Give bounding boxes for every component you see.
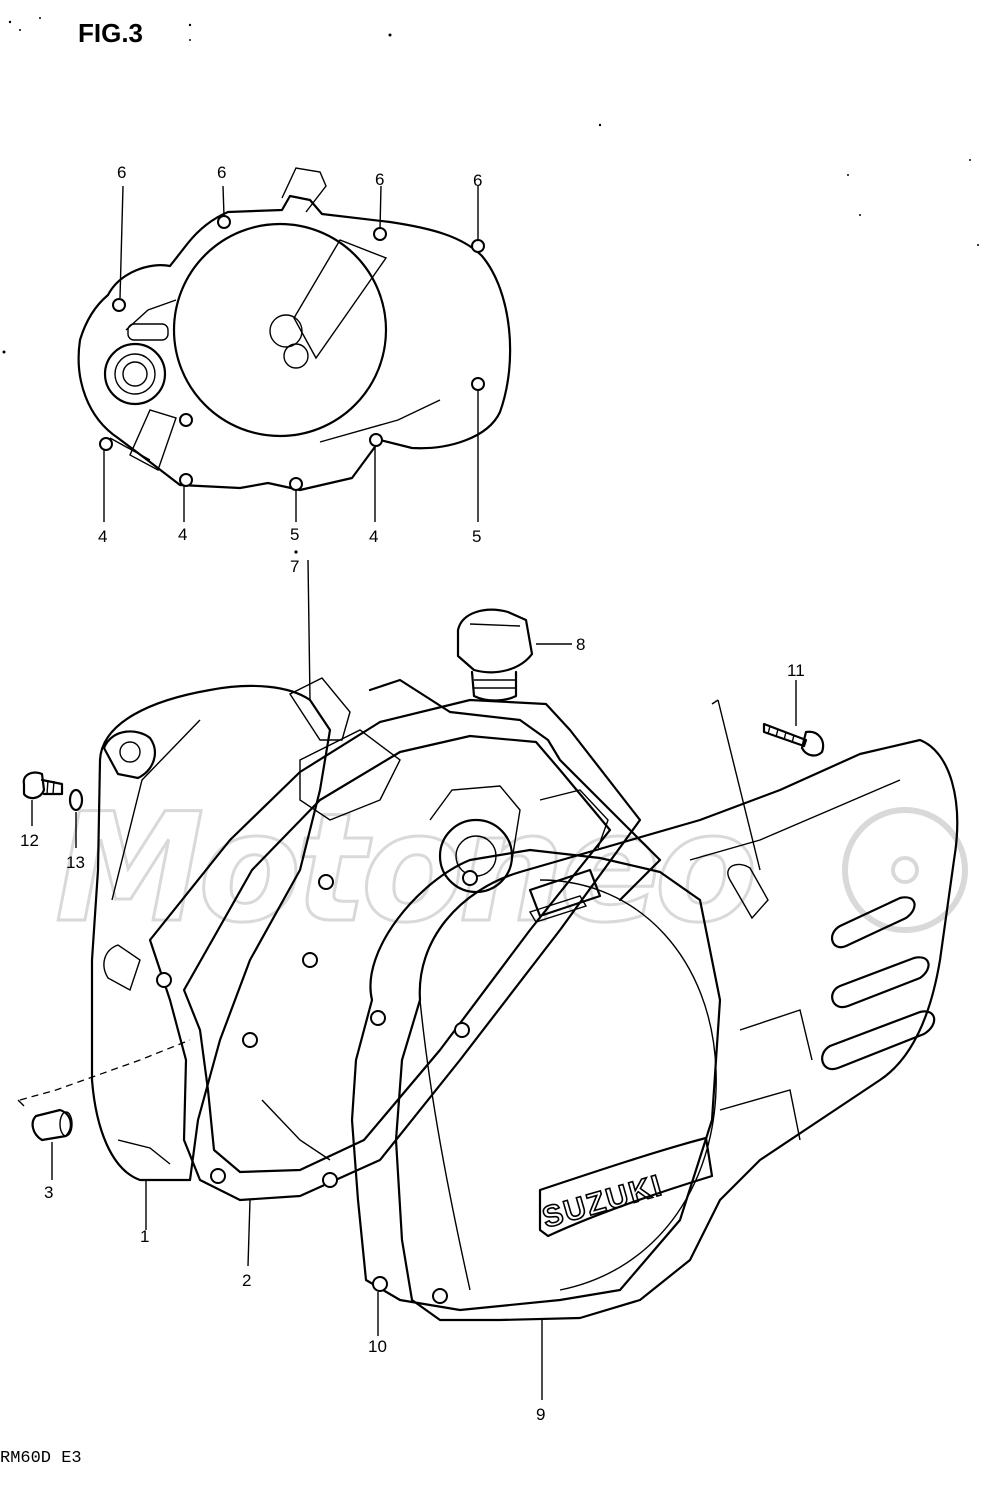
callout-11: 11 (787, 661, 805, 680)
callout-1: 1 (140, 1227, 149, 1246)
callout-4: 4 (178, 525, 187, 544)
watermark-wheel-icon (842, 807, 968, 933)
top-leader-lines (103, 185, 479, 522)
callout-6: 6 (473, 171, 482, 190)
screw-11 (762, 722, 825, 757)
crankcase-gasket (148, 698, 642, 1202)
callout-6: 6 (375, 170, 384, 189)
callout-8: 8 (576, 635, 585, 654)
callout-7: 7 (290, 557, 299, 576)
callout-4: 4 (369, 527, 378, 546)
crankcase-cover-inner (90, 677, 351, 1182)
model-code: RM60D E3 (0, 1449, 82, 1468)
cover-gasket-plate (77, 167, 512, 492)
callout-2: 2 (242, 1271, 251, 1290)
bottom-leader-lines (17, 559, 797, 1400)
callout-10: 10 (368, 1337, 387, 1356)
callout-12: 12 (20, 831, 39, 850)
bolt-12 (22, 771, 64, 800)
callout-6: 6 (217, 163, 226, 182)
callout-6: 6 (117, 163, 126, 182)
oil-filler-cap (456, 608, 534, 702)
callout-13: 13 (66, 853, 85, 872)
scan-specks (2, 17, 979, 354)
brand-logo-text: SUZUKI (539, 1169, 667, 1235)
callout-3: 3 (44, 1183, 53, 1202)
callout-9: 9 (536, 1405, 545, 1424)
cover-gasket (350, 848, 722, 1312)
callout-5: 5 (472, 527, 481, 546)
callout-4: 4 (98, 527, 107, 546)
bottom-callouts: 8 11 12 13 3 1 2 10 9 (20, 635, 805, 1424)
clutch-cover-outer (394, 738, 959, 1322)
top-callouts: 6 6 6 6 4 4 5 7 4 5 (98, 163, 482, 576)
figure-label: FIG.3 (78, 18, 143, 48)
callout-5: 5 (290, 525, 299, 544)
washer-13 (68, 788, 84, 812)
suzuki-logo-plate: SUZUKI (538, 1136, 714, 1238)
dowel-pin-3 (31, 1108, 73, 1142)
